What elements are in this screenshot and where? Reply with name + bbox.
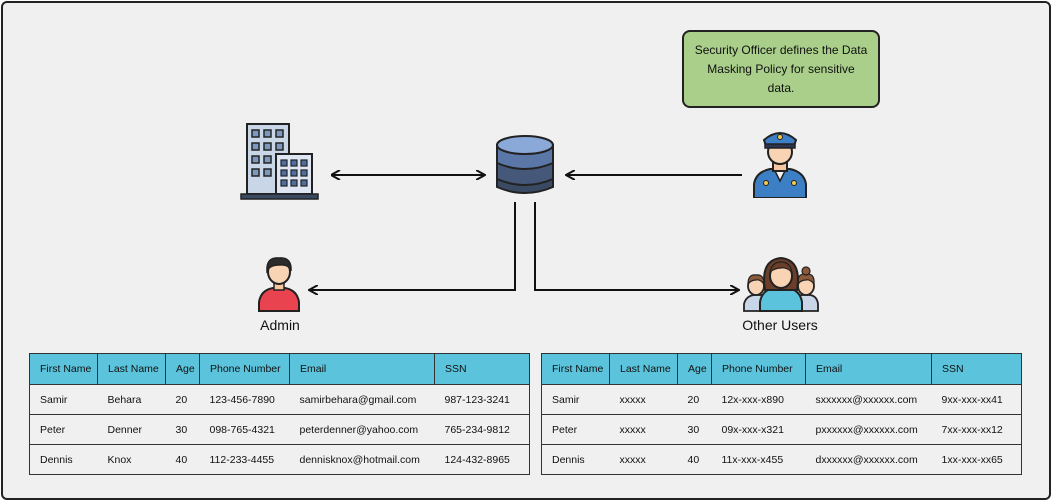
table-cell: Samir <box>29 384 98 415</box>
table-cell: Dennis <box>29 444 98 475</box>
table-cell: samirbehara@gmail.com <box>289 384 435 415</box>
table-cell: 30 <box>677 414 712 445</box>
table-cell: 112-233-4455 <box>199 444 290 475</box>
table-cell: 20 <box>677 384 712 415</box>
column-header: Phone Number <box>711 353 806 385</box>
table-cell: 1xx-xxx-xx65 <box>931 444 1022 475</box>
table-cell: dxxxxxx@xxxxxx.com <box>805 444 932 475</box>
column-header: Age <box>677 353 712 385</box>
table-cell: 11x-xxx-x455 <box>711 444 806 475</box>
column-header: Age <box>165 353 200 385</box>
table-row: Samir Behara 20 123-456-7890 samirbehara… <box>29 384 530 415</box>
other-users-label: Other Users <box>742 317 818 333</box>
db-admin-arrow <box>310 202 516 290</box>
column-header: Last Name <box>609 353 678 385</box>
column-header: Email <box>805 353 932 385</box>
table-cell: peterdenner@yahoo.com <box>289 414 435 445</box>
table-cell: sxxxxxx@xxxxxx.com <box>805 384 932 415</box>
column-header: Last Name <box>97 353 166 385</box>
table-cell: 20 <box>165 384 200 415</box>
table-cell: 123-456-7890 <box>199 384 290 415</box>
column-header: SSN <box>434 353 530 385</box>
table-row: Dennis Knox 40 112-233-4455 dennisknox@h… <box>29 444 530 475</box>
table-header-row: First Name Last Name Age Phone Number Em… <box>29 353 530 385</box>
unmasked-data-table: First Name Last Name Age Phone Number Em… <box>29 353 530 475</box>
table-row: Peter xxxxx 30 09x-xxx-x321 pxxxxxx@xxxx… <box>541 414 1022 445</box>
table-cell: Peter <box>29 414 98 445</box>
table-cell: Denner <box>97 414 166 445</box>
table-header-row: First Name Last Name Age Phone Number Em… <box>541 353 1022 385</box>
table-cell: 7xx-xxx-xx12 <box>931 414 1022 445</box>
table-cell: xxxxx <box>609 384 678 415</box>
policy-callout: Security Officer defines the Data Maskin… <box>682 30 880 108</box>
db-users-arrow <box>534 202 738 290</box>
table-row: Dennis xxxxx 40 11x-xxx-x455 dxxxxxx@xxx… <box>541 444 1022 475</box>
table-cell: Dennis <box>541 444 610 475</box>
table-cell: pxxxxxx@xxxxxx.com <box>805 414 932 445</box>
admin-user-icon <box>258 257 300 312</box>
table-cell: 765-234-9812 <box>434 414 530 445</box>
table-cell: Peter <box>541 414 610 445</box>
table-cell: 124-432-8965 <box>434 444 530 475</box>
table-cell: 12x-xxx-x890 <box>711 384 806 415</box>
table-cell: xxxxx <box>609 444 678 475</box>
table-cell: 40 <box>165 444 200 475</box>
column-header: First Name <box>541 353 610 385</box>
column-header: SSN <box>931 353 1022 385</box>
database-icon <box>496 135 554 194</box>
table-cell: 9xx-xxx-xx41 <box>931 384 1022 415</box>
table-cell: dennisknox@hotmail.com <box>289 444 435 475</box>
table-cell: 30 <box>165 414 200 445</box>
table-cell: 09x-xxx-x321 <box>711 414 806 445</box>
table-cell: xxxxx <box>609 414 678 445</box>
table-cell: 40 <box>677 444 712 475</box>
table-cell: Samir <box>541 384 610 415</box>
table-row: Peter Denner 30 098-765-4321 peterdenner… <box>29 414 530 445</box>
admin-label: Admin <box>260 317 300 333</box>
security-officer-icon <box>753 132 807 198</box>
column-header: First Name <box>29 353 98 385</box>
table-cell: Knox <box>97 444 166 475</box>
masked-data-table: First Name Last Name Age Phone Number Em… <box>541 353 1022 475</box>
user-group-icon <box>743 256 819 312</box>
column-header: Email <box>289 353 435 385</box>
table-row: Samir xxxxx 20 12x-xxx-x890 sxxxxxx@xxxx… <box>541 384 1022 415</box>
table-cell: Behara <box>97 384 166 415</box>
table-cell: 987-123-3241 <box>434 384 530 415</box>
column-header: Phone Number <box>199 353 290 385</box>
office-building-icon <box>240 123 319 200</box>
table-cell: 098-765-4321 <box>199 414 290 445</box>
